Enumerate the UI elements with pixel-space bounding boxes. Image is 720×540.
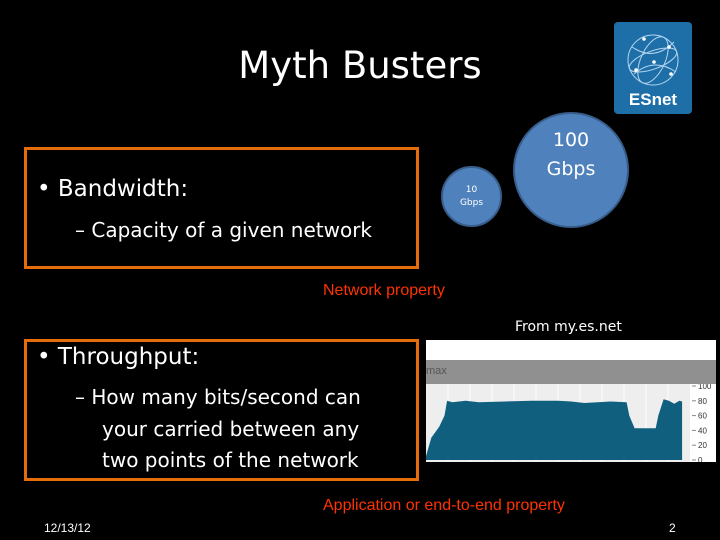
- globe-icon: [627, 34, 679, 86]
- throughput-box: [24, 339, 419, 481]
- y-tick-label: 100: [698, 384, 712, 391]
- footer-date: 12/13/12: [44, 521, 91, 535]
- y-tick-label: 40: [698, 426, 707, 435]
- y-tick-label: 60: [698, 412, 707, 421]
- throughput-area: [426, 399, 683, 460]
- throughput-line-3: two points of the network: [102, 448, 359, 472]
- slide-title: Myth Busters: [238, 44, 482, 87]
- y-tick-label: 80: [698, 397, 707, 406]
- chart-header-band: max: [426, 360, 716, 384]
- large-circle-value: 100: [552, 129, 590, 151]
- bandwidth-box: [24, 147, 419, 269]
- y-tick-label: 20: [698, 441, 707, 450]
- bandwidth-bullet: • Bandwidth:: [37, 176, 189, 202]
- bandwidth-definition: – Capacity of a given network: [75, 218, 373, 242]
- throughput-line-2: your carried between any: [102, 417, 360, 441]
- small-circle-unit: Gbps: [459, 197, 484, 208]
- network-property-label: Network property: [323, 282, 445, 299]
- large-circle-unit: Gbps: [546, 158, 596, 180]
- esnet-logo: ESnet: [614, 22, 692, 114]
- throughput-bullet: • Throughput:: [37, 344, 200, 370]
- y-tick-label: 0: [698, 456, 703, 462]
- chart-header-label: max: [426, 365, 447, 377]
- throughput-chart: max 100 80 60 40 20 0: [426, 340, 716, 462]
- source-label: From my.es.net: [515, 319, 622, 335]
- chart-plot: 100 80 60 40 20 0: [426, 384, 712, 462]
- small-circle-value: 10: [465, 184, 478, 195]
- application-property-label: Application or end-to-end property: [323, 497, 565, 514]
- page-number: 2: [669, 521, 676, 535]
- logo-text: ESnet: [628, 90, 678, 109]
- throughput-line-1: – How many bits/second can: [75, 385, 361, 409]
